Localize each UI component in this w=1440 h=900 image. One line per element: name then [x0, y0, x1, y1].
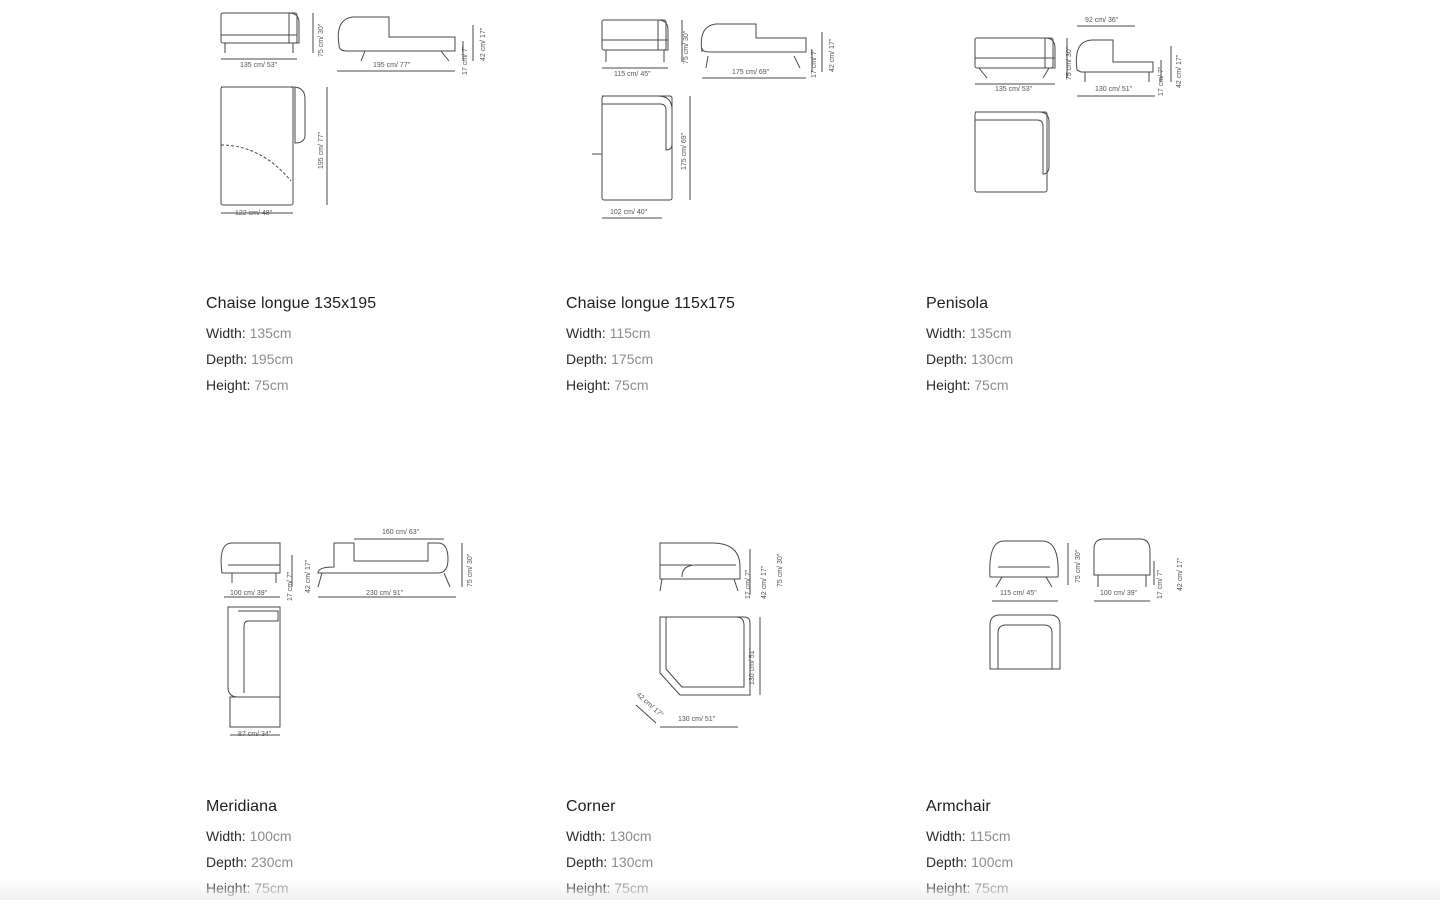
- svg-text:135 cm/ 53": 135 cm/ 53": [240, 62, 278, 69]
- bottom-fade: [0, 880, 1440, 900]
- svg-text:75 cm/ 30": 75 cm/ 30": [683, 30, 690, 64]
- spec-width: Width: 135cm: [206, 325, 292, 341]
- spec-height: Height: 75cm: [926, 377, 1009, 393]
- spec-height: Height: 75cm: [206, 377, 289, 393]
- svg-text:87 cm/ 34": 87 cm/ 34": [238, 731, 272, 738]
- svg-text:115 cm/ 45": 115 cm/ 45": [1000, 590, 1037, 597]
- technical-drawing-icon: 115 cm/ 45" 75 cm/ 30" 175 cm/ 69" 17 cm…: [592, 19, 836, 219]
- product-title: Meridiana: [206, 798, 278, 815]
- drawing-meridiana: 160 cm/ 63" 100 cm/ 39" 17 cm/ 7" 42 cm/…: [210, 525, 490, 745]
- spec-depth: Depth: 195cm: [206, 351, 294, 367]
- svg-text:175 cm/ 69": 175 cm/ 69": [732, 69, 770, 76]
- svg-text:75 cm/ 30": 75 cm/ 30": [1075, 549, 1082, 583]
- svg-text:230 cm/ 91": 230 cm/ 91": [366, 590, 404, 597]
- spec-depth: Depth: 130cm: [566, 854, 654, 870]
- svg-text:100 cm/ 39": 100 cm/ 39": [230, 590, 268, 597]
- svg-text:75 cm/ 30": 75 cm/ 30": [777, 553, 784, 587]
- svg-text:122 cm/ 48": 122 cm/ 48": [235, 210, 273, 217]
- svg-text:130 cm/ 51": 130 cm/ 51": [678, 716, 716, 723]
- spec-width: Width: 115cm: [926, 828, 1011, 844]
- technical-drawing-icon: 115 cm/ 45" 75 cm/ 30" 100 cm/ 39" 17 cm…: [989, 538, 1184, 670]
- product-title: Corner: [566, 798, 616, 815]
- svg-text:130 cm/ 51": 130 cm/ 51": [749, 647, 756, 685]
- svg-text:175 cm/ 69": 175 cm/ 69": [681, 132, 688, 170]
- spec-depth: Depth: 230cm: [206, 854, 294, 870]
- drawing-chaise-longue-115: 115 cm/ 45" 75 cm/ 30" 175 cm/ 69" 17 cm…: [590, 10, 860, 230]
- spec-width: Width: 100cm: [206, 828, 292, 844]
- svg-text:75 cm/ 30": 75 cm/ 30": [1066, 46, 1073, 80]
- product-title: Chaise longue 135x195: [206, 295, 377, 312]
- svg-text:135 cm/ 53": 135 cm/ 53": [995, 86, 1033, 93]
- svg-text:42 cm/ 17": 42 cm/ 17": [305, 559, 312, 593]
- svg-text:17 cm/ 7": 17 cm/ 7": [287, 571, 294, 601]
- svg-text:17 cm/ 7": 17 cm/ 7": [1158, 66, 1165, 96]
- svg-text:92 cm/ 36": 92 cm/ 36": [1085, 17, 1119, 24]
- technical-drawing-icon: 92 cm/ 36" 135 cm/ 53" 130 cm/ 51" 75 cm…: [974, 17, 1183, 193]
- svg-text:42 cm/ 17": 42 cm/ 17": [1176, 54, 1183, 88]
- drawing-armchair: 115 cm/ 45" 75 cm/ 30" 100 cm/ 39" 17 cm…: [980, 535, 1210, 690]
- technical-drawing-icon: 17 cm/ 7" 42 cm/ 17" 75 cm/ 30" 130 cm/ …: [635, 542, 784, 728]
- technical-drawing-icon: 160 cm/ 63" 100 cm/ 39" 17 cm/ 7" 42 cm/…: [220, 529, 474, 738]
- svg-text:195 cm/ 77": 195 cm/ 77": [318, 131, 325, 169]
- spec-width: Width: 115cm: [566, 325, 651, 341]
- svg-text:17 cm/ 7": 17 cm/ 7": [462, 45, 469, 75]
- spec-width: Width: 130cm: [566, 828, 652, 844]
- product-title: Penisola: [926, 295, 989, 312]
- spec-depth: Depth: 175cm: [566, 351, 654, 367]
- product-title: Chaise longue 115x175: [566, 295, 736, 312]
- svg-text:42 cm/ 17": 42 cm/ 17": [480, 27, 487, 61]
- svg-text:195 cm/ 77": 195 cm/ 77": [373, 62, 411, 69]
- spec-height: Height: 75cm: [566, 377, 649, 393]
- svg-text:75 cm/ 30": 75 cm/ 30": [318, 23, 325, 57]
- svg-text:42 cm/ 17": 42 cm/ 17": [635, 691, 665, 719]
- svg-text:160 cm/ 63": 160 cm/ 63": [382, 529, 420, 536]
- drawing-penisola: 92 cm/ 36" 135 cm/ 53" 130 cm/ 51" 75 cm…: [965, 12, 1205, 207]
- svg-text:17 cm/ 7": 17 cm/ 7": [811, 48, 818, 78]
- spec-depth: Depth: 100cm: [926, 854, 1014, 870]
- svg-text:42 cm/ 17": 42 cm/ 17": [1177, 557, 1184, 591]
- svg-text:75 cm/ 30": 75 cm/ 30": [467, 553, 474, 587]
- product-title: Armchair: [926, 798, 991, 815]
- technical-drawing-icon: 135 cm/ 53" 75 cm/ 30" 195 cm/ 77" 17 cm…: [220, 12, 487, 217]
- svg-text:42 cm/ 17": 42 cm/ 17": [761, 565, 768, 599]
- svg-text:115 cm/ 45": 115 cm/ 45": [614, 71, 651, 78]
- svg-text:42 cm/ 17": 42 cm/ 17": [829, 38, 836, 72]
- drawing-chaise-longue-135: 135 cm/ 53" 75 cm/ 30" 195 cm/ 77" 17 cm…: [205, 5, 505, 230]
- svg-text:17 cm/ 7": 17 cm/ 7": [1157, 569, 1164, 599]
- spec-width: Width: 135cm: [926, 325, 1012, 341]
- svg-text:130 cm/ 51": 130 cm/ 51": [1095, 86, 1133, 93]
- svg-text:102 cm/ 40": 102 cm/ 40": [610, 209, 648, 216]
- drawing-corner: 17 cm/ 7" 42 cm/ 17" 75 cm/ 30" 130 cm/ …: [632, 535, 802, 735]
- svg-text:17 cm/ 7": 17 cm/ 7": [745, 569, 752, 599]
- svg-text:100 cm/ 39": 100 cm/ 39": [1100, 590, 1138, 597]
- spec-depth: Depth: 130cm: [926, 351, 1014, 367]
